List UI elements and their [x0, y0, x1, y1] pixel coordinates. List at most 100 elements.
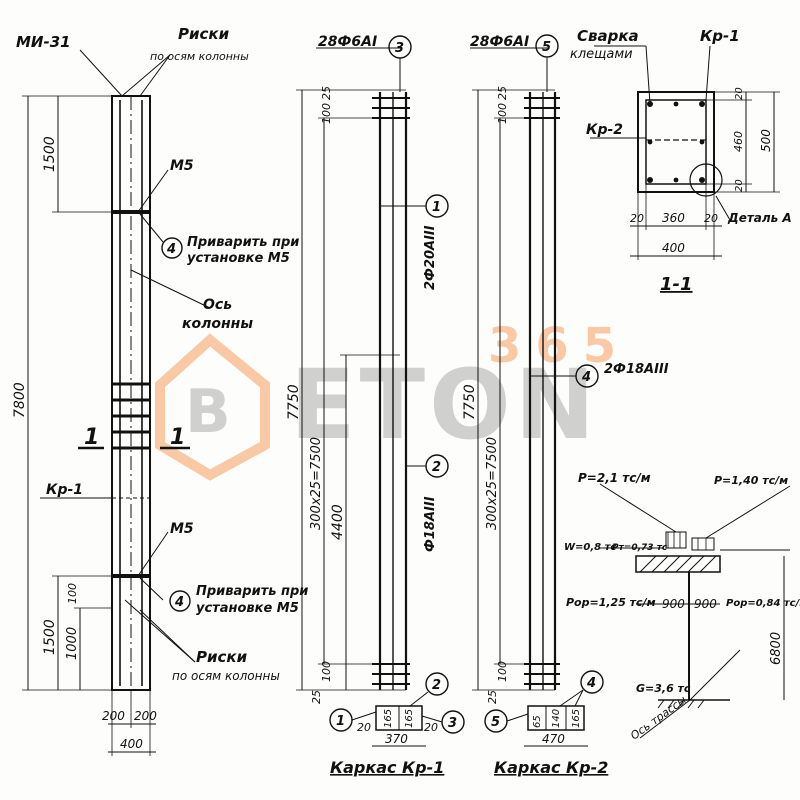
cage2-bar-label: 2Ф18АIII	[604, 362, 669, 377]
leader-kr1	[705, 45, 711, 101]
dim-1000: 1000	[65, 627, 80, 660]
dim-7750: 7750	[286, 384, 302, 420]
callout-circle	[425, 672, 449, 696]
bar2-label: Ф18АIII	[423, 496, 438, 552]
dim-20-top: 20	[734, 87, 745, 100]
crossbeam-hatch	[663, 555, 681, 573]
callout-circle	[161, 237, 183, 259]
section-bar	[647, 177, 653, 183]
callout-4-sec: 4	[586, 676, 596, 691]
section-bar	[647, 139, 653, 145]
section-num-right: 1	[170, 425, 185, 450]
dim-370: 370	[385, 732, 408, 746]
section-bar	[673, 101, 679, 107]
callout-circle	[535, 34, 559, 58]
crossbeam-hatch	[675, 555, 693, 573]
load-block-right	[691, 537, 715, 551]
load-pt: Рт=0,73 тс	[612, 543, 668, 553]
leader-risks-bottom	[124, 599, 196, 663]
dim-200-right: 200	[134, 709, 157, 723]
section-1-1-view: Сварка клещами Кр-1 Кр-2 20 460 500 20 2…	[570, 27, 792, 295]
watermark-logo-icon	[155, 333, 270, 481]
dim-460: 460	[732, 131, 745, 152]
cage-kr2-view: 28Ф6АI 5 4 2Ф18АIII 7750 300x25=7500 25 …	[462, 34, 669, 777]
callout-4-cage2: 4	[581, 370, 591, 385]
crossbeam-hatch	[699, 555, 717, 573]
dim-900-left: 900	[662, 597, 685, 611]
crossbeam-hatch	[651, 555, 669, 573]
dim-20-b: 20	[424, 721, 438, 734]
dim-140: 140	[551, 709, 562, 728]
dim-20-bottom: 20	[734, 179, 745, 192]
leader-risks-bottom	[139, 609, 196, 663]
weld-label: Сварка	[577, 27, 639, 45]
callout-circle	[425, 454, 449, 478]
leader-sec	[506, 713, 529, 722]
cage2-rebar-label: 28Ф6АI	[470, 34, 529, 50]
watermark-word: ETON	[290, 349, 599, 461]
dim-4400: 4400	[330, 504, 346, 540]
watermark-digits: 365	[488, 318, 630, 374]
dim-25-bottom: 25	[310, 690, 323, 704]
leader-detail	[715, 195, 731, 221]
dim-470: 470	[542, 732, 565, 746]
column-mark: МИ-31	[16, 33, 71, 51]
dim-100-top: 100	[320, 103, 333, 124]
dim-25-top: 25	[320, 86, 333, 100]
weld-title-bottom: Приварить при	[196, 584, 308, 599]
leader-sec	[421, 715, 443, 723]
load-block-left	[665, 531, 687, 549]
dim-top: 1500	[42, 136, 58, 172]
leader-weld	[645, 45, 651, 105]
leader-sec	[409, 691, 429, 707]
ground-hatch	[657, 699, 665, 709]
ground-slope	[689, 649, 741, 701]
axis-note: колонны	[182, 316, 253, 332]
watermark: B 365 ETON	[155, 318, 630, 481]
dim-400: 400	[120, 737, 143, 751]
dim-500: 500	[759, 129, 773, 152]
track-axis	[639, 699, 691, 739]
dim-100: 100	[66, 583, 79, 604]
callout-4-top: 4	[166, 242, 176, 257]
callout-2: 2	[432, 460, 441, 475]
leader-p-left	[599, 483, 677, 533]
section-bar	[699, 177, 705, 183]
dim-pitch: 300x25=7500	[485, 437, 500, 530]
ground-hatch	[687, 699, 695, 709]
callout-5-sec: 5	[491, 715, 500, 730]
section-kr2: Кр-2	[586, 122, 623, 138]
callout-1-sec: 1	[336, 714, 345, 729]
cage1-title: Каркас Кр-1	[330, 758, 444, 777]
dim-100-bottom: 100	[320, 661, 333, 682]
callout-circle	[425, 194, 449, 218]
section-kr1: Кр-1	[700, 27, 740, 45]
cage2-title: Каркас Кр-2	[494, 758, 608, 777]
leader-mark	[79, 49, 123, 97]
leader-sec	[351, 711, 377, 721]
crossbeam-hatch	[639, 555, 657, 573]
weld-note-top: установке М5	[187, 251, 290, 266]
callout-4-bottom: 4	[174, 595, 184, 610]
load-por-right: Рор=0,84 тс/м	[726, 598, 800, 609]
dim-pitch: 300x25=7500	[309, 437, 324, 530]
dim-6800: 6800	[769, 632, 784, 665]
callout-3: 3	[395, 41, 404, 56]
dim-360: 360	[662, 211, 685, 225]
weld-title-top: Приварить при	[187, 235, 299, 250]
leader-weld-bottom	[139, 577, 164, 601]
watermark-logo-glyph: B	[185, 377, 231, 447]
section-cage-kr2	[645, 99, 707, 185]
dim-100-top: 100	[496, 103, 509, 124]
risks-note: по осям колонны	[150, 50, 249, 63]
load-g: G=3,6 тс	[636, 682, 691, 695]
dim-165: 165	[571, 709, 582, 728]
leader-sec	[574, 689, 584, 707]
section-bar	[673, 177, 679, 183]
detail-a-label: Деталь А	[727, 211, 792, 225]
load-p-right: Р=1,40 тс/м	[714, 474, 788, 487]
section-title: 1-1	[660, 274, 693, 295]
dim-400: 400	[662, 241, 685, 255]
